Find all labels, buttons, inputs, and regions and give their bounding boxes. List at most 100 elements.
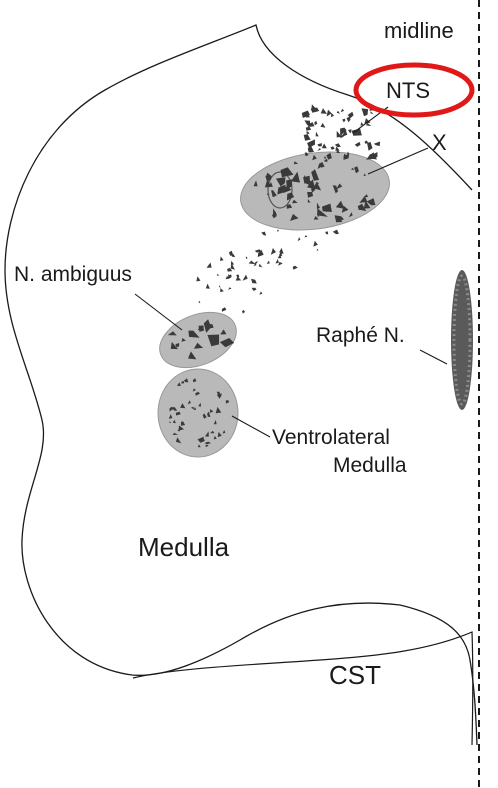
neuron-speckle: [261, 231, 267, 236]
medulla-outline: [4, 24, 478, 746]
neuron-speckle: [347, 111, 354, 119]
neuron-speckle: [366, 153, 375, 160]
neuron-speckle: [271, 190, 277, 198]
neuron-speckle: [304, 174, 311, 186]
neuron-speckle: [316, 248, 319, 251]
neuron-speckle: [342, 118, 346, 123]
neuron-speckle: [279, 251, 283, 255]
ventrolateral-medulla-nucleus: [157, 368, 239, 458]
neuron-speckle: [266, 260, 270, 264]
neuron-speckle: [258, 263, 263, 268]
neuron-speckle: [169, 406, 173, 412]
neuron-speckle: [354, 141, 361, 147]
neuron-speckle: [248, 260, 256, 265]
neuron-speckle: [205, 431, 209, 437]
neuron-speckle: [204, 441, 211, 445]
neuron-speckle: [304, 152, 309, 157]
neuron-speckle: [181, 380, 185, 384]
neuron-speckle: [336, 130, 342, 138]
neuron-speckle: [311, 169, 320, 181]
neuron-speckle: [265, 172, 273, 177]
neuron-speckle: [320, 108, 327, 114]
neuron-speckle: [335, 200, 345, 209]
neuron-speckle: [183, 378, 189, 383]
neuron-speckle: [172, 432, 178, 435]
neuron-speckle: [197, 444, 201, 448]
neuron-speckle: [169, 421, 172, 424]
neuron-speckle: [216, 393, 222, 399]
neuron-speckle: [286, 192, 295, 201]
neuron-speckle: [360, 121, 364, 126]
neuron-speckle: [316, 202, 321, 209]
x-inner-oval: [267, 171, 293, 209]
neuron-speckle: [348, 129, 352, 133]
neuron-speckle: [193, 407, 197, 410]
neuron-speckle: [221, 307, 227, 312]
neuron-speckle: [290, 213, 299, 221]
neuron-speckle: [225, 399, 230, 404]
neuron-speckle: [336, 110, 340, 114]
neuron-speckle: [320, 122, 326, 128]
neuron-speckle: [330, 146, 335, 150]
neuron-speckle: [213, 419, 217, 425]
nts-label: NTS: [386, 78, 430, 103]
nts-highlight-ring: [353, 62, 475, 118]
neuron-speckle: [181, 338, 186, 342]
neuron-speckle: [228, 287, 232, 290]
neuron-speckle: [188, 330, 200, 338]
neuron-speckle: [265, 175, 272, 182]
vlm-leader-line: [231, 415, 271, 438]
neuron-speckle: [180, 421, 186, 426]
neuron-speckle: [336, 215, 343, 223]
neuron-speckle: [307, 192, 314, 198]
neuron-speckle: [332, 229, 339, 235]
neuron-speckle: [307, 139, 315, 148]
neuron-speckle: [334, 143, 341, 148]
neuron-speckle: [307, 145, 314, 153]
neuron-speckle: [350, 167, 354, 171]
neuron-speckle: [206, 262, 212, 268]
neuron-speckle: [228, 274, 232, 279]
neuron-speckle: [171, 407, 178, 411]
neuron-speckle: [297, 237, 301, 241]
neuron-speckle: [228, 274, 232, 277]
neuron-speckle: [230, 262, 235, 270]
raphe-texture: [452, 274, 472, 406]
neuron-speckle: [175, 411, 181, 416]
neuron-speckle: [317, 148, 321, 151]
neuron-speckle: [251, 278, 257, 284]
neuron-speckle: [279, 253, 283, 257]
neuron-speckle: [242, 274, 248, 281]
neuron-speckle: [307, 122, 315, 127]
neuron-speckle: [343, 153, 347, 157]
ambiguus-leader-line: [134, 293, 183, 331]
neuron-speckle: [277, 184, 286, 195]
neuron-speckle: [314, 120, 318, 126]
neuron-speckle: [188, 351, 197, 360]
midline-label: midline: [384, 18, 454, 43]
neuron-speckle: [229, 250, 233, 256]
neuron-speckle: [367, 141, 373, 151]
neuron-speckle: [316, 181, 319, 184]
neuron-speckle: [340, 108, 345, 113]
neuron-speckle: [192, 388, 196, 392]
neuron-speckle: [217, 431, 222, 438]
neuron-speckle: [197, 436, 204, 443]
neuron-speckle: [277, 229, 279, 232]
neuron-speckle: [322, 203, 332, 212]
neuron-speckle: [336, 183, 343, 190]
neuron-speckle: [227, 268, 233, 272]
neuron-speckle: [286, 179, 293, 190]
neuron-speckle: [220, 256, 224, 261]
neuron-speckle: [359, 195, 368, 203]
neuron-speckle: [254, 249, 261, 253]
neuron-speckle: [222, 430, 226, 434]
neuron-speckle: [207, 334, 220, 347]
neuron-speckle: [346, 116, 351, 123]
vlm-label-line2: Medulla: [333, 454, 407, 477]
neuron-speckle: [202, 413, 207, 419]
neuron-speckle: [293, 161, 299, 165]
neuron-speckle: [313, 181, 322, 191]
neuron-speckle: [216, 274, 220, 276]
neuron-speckle: [187, 400, 191, 405]
